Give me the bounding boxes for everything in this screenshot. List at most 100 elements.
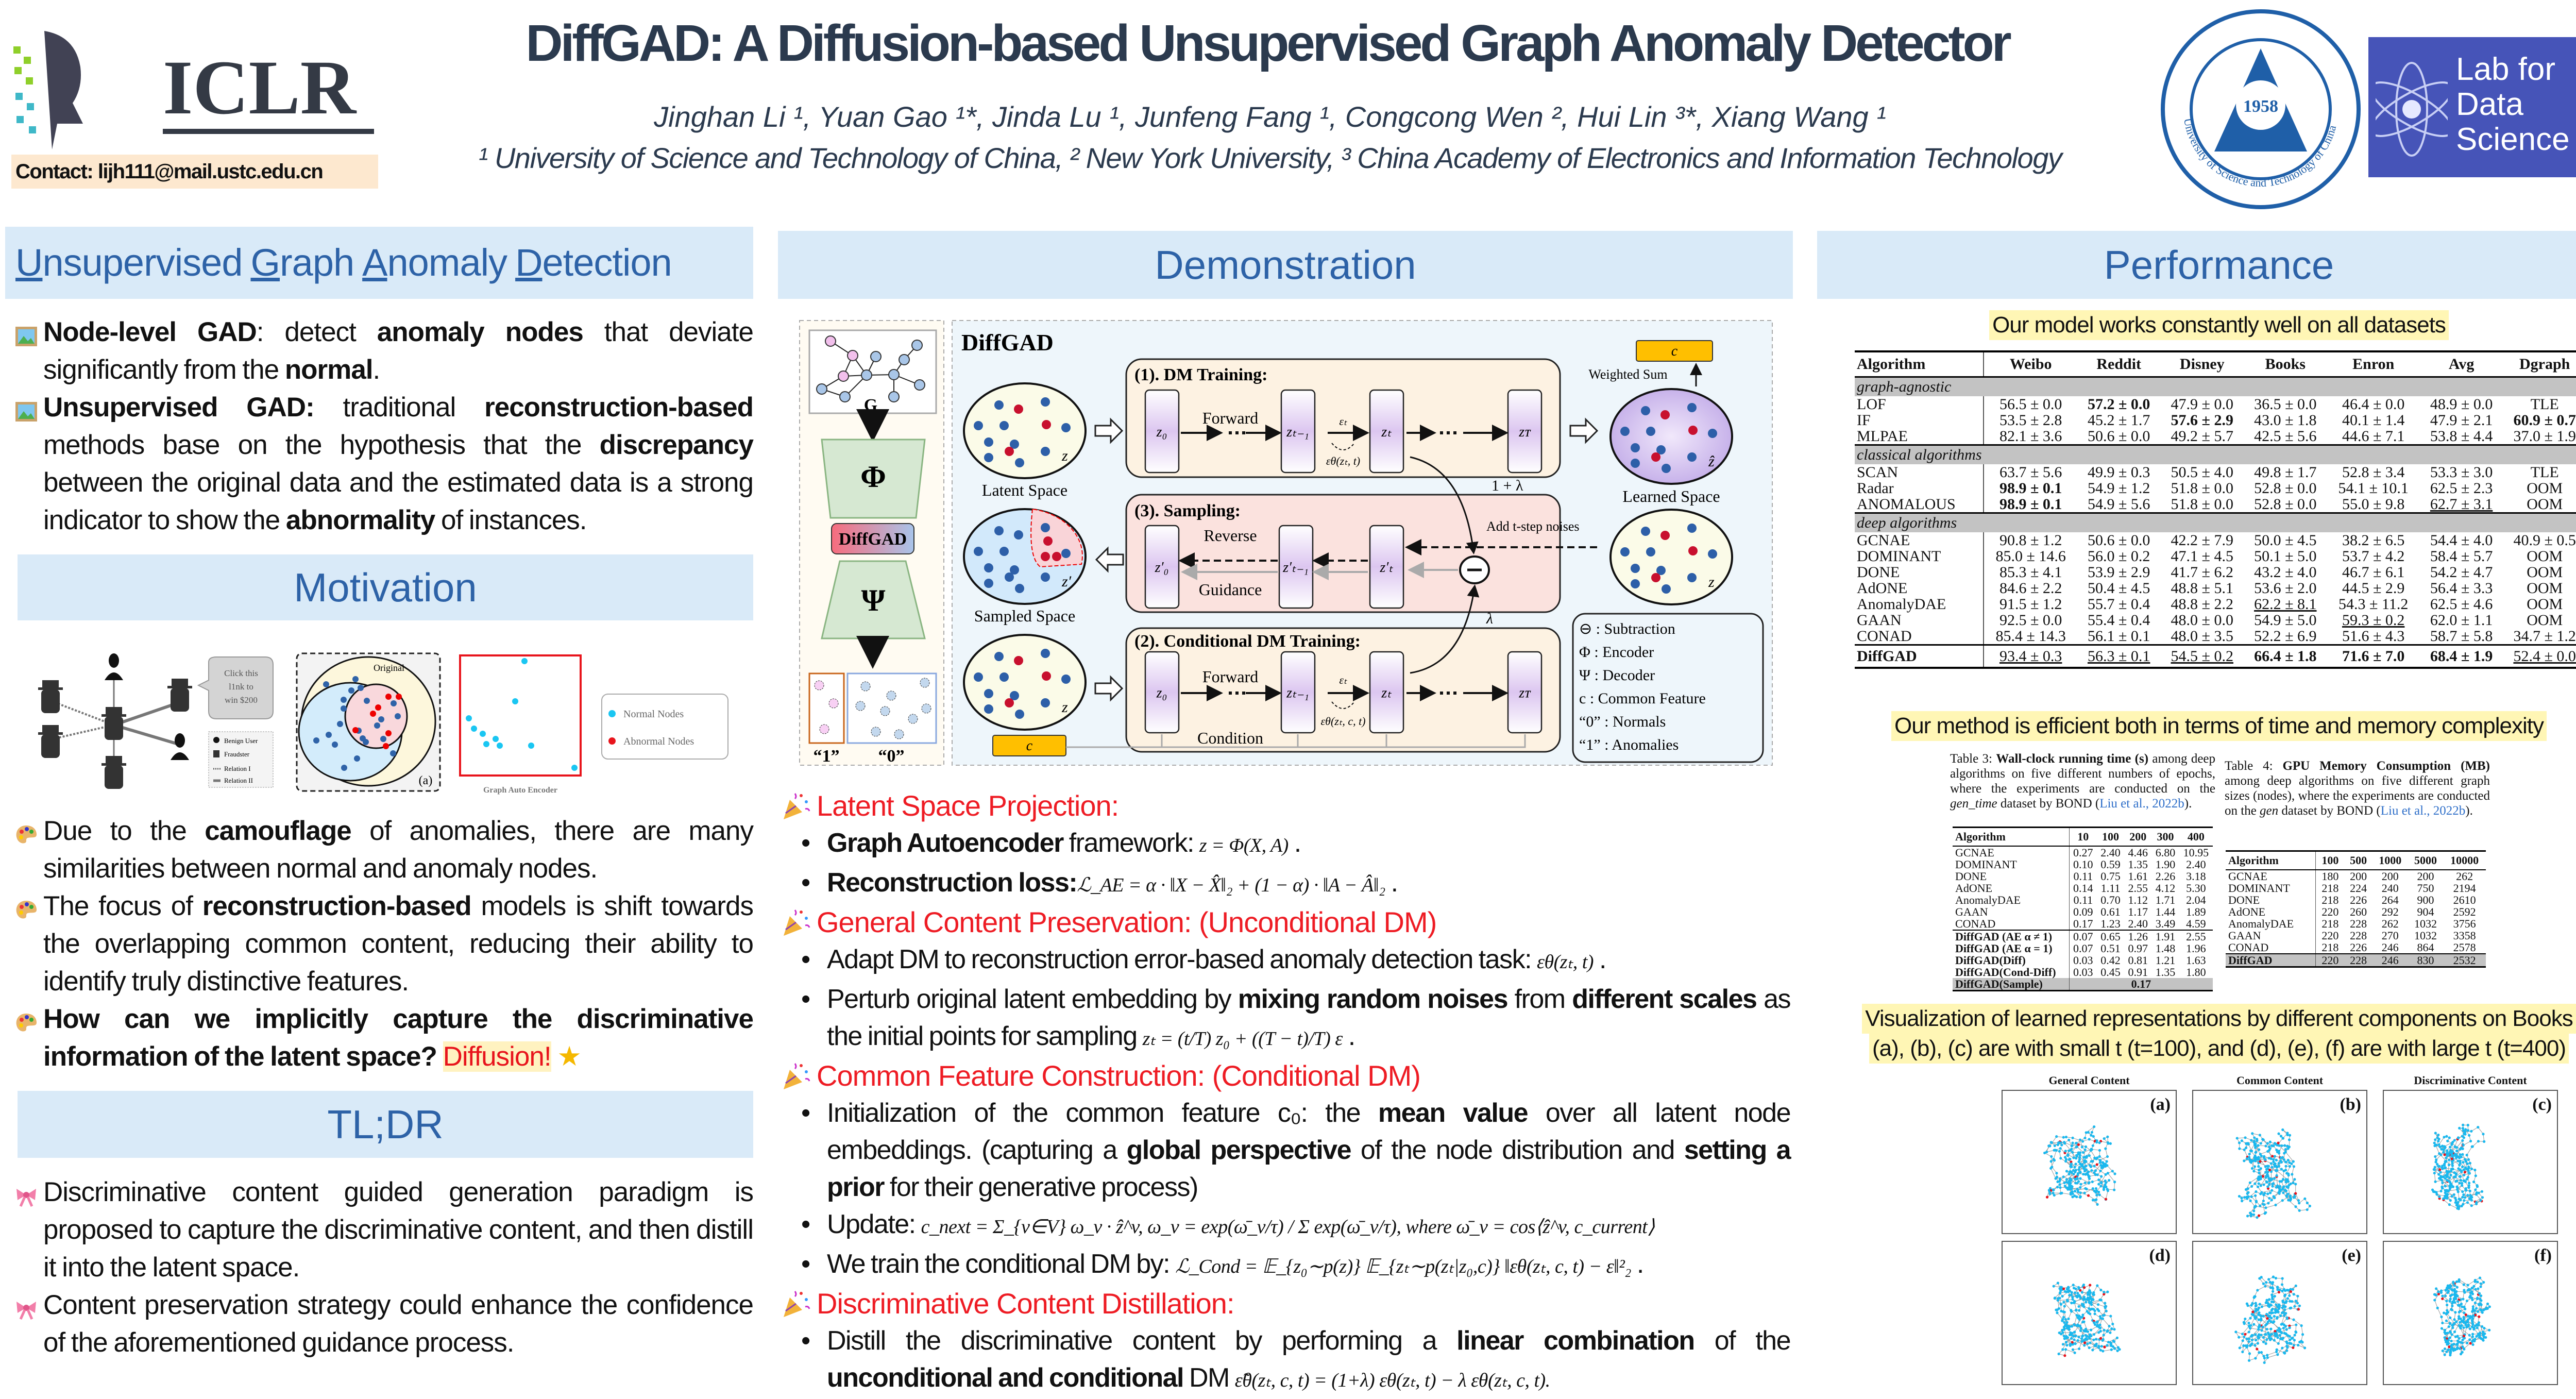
- table-cell: 1.89: [2179, 906, 2213, 918]
- method-bullet: Perturb original latent embedding by mix…: [781, 981, 1790, 1057]
- algorithm-name: MLPAE: [1855, 428, 1984, 445]
- formula: zₜ = (t/T) z₀ + ((T − t)/T) ε: [1143, 1028, 1343, 1050]
- text-segment: Discriminative content guided generation…: [43, 1177, 753, 1283]
- table-cell: 54.9 ± 5.6: [2077, 496, 2161, 513]
- text-segment: from: [1507, 984, 1572, 1014]
- svg-text:Relation I: Relation I: [224, 765, 251, 772]
- svg-text:Relation II: Relation II: [224, 777, 253, 784]
- table-cell: 50.4 ± 4.5: [2077, 580, 2161, 596]
- svg-text:Normal Nodes: Normal Nodes: [623, 709, 684, 720]
- table-cell: 58.4 ± 5.7: [2420, 548, 2503, 564]
- table-cell: 228: [2344, 930, 2372, 941]
- table-cell: 220: [2316, 930, 2344, 941]
- latent-state-label: zₜ: [1381, 685, 1392, 701]
- column-header: 1000: [2372, 851, 2408, 870]
- table-cell: 57.2 ± 0.0: [2077, 396, 2161, 412]
- table-cell: 50.6 ± 0.0: [2077, 428, 2161, 445]
- embedding-scatter-panel: (f): [2383, 1241, 2558, 1385]
- text-segment: ).: [2184, 797, 2192, 811]
- latent-state-label: z′ₜ: [1379, 560, 1393, 576]
- algorithm-name: SCAN: [1855, 464, 1984, 480]
- tldr-bullets: Discriminative content guided generation…: [14, 1173, 753, 1361]
- table-cell: 52.8 ± 0.0: [2244, 480, 2327, 496]
- table-cell: 1032: [2408, 930, 2444, 941]
- text-segment: .: [373, 355, 380, 385]
- method-section-title: Discriminative Content Distillation:: [781, 1285, 1790, 1322]
- svg-text:Reverse: Reverse: [1204, 526, 1257, 545]
- star-icon: ★: [551, 1041, 581, 1072]
- table-cell: 54.9 ± 5.0: [2244, 612, 2327, 628]
- viz-column-title: General Content: [2002, 1074, 2177, 1087]
- citation-link[interactable]: Liu et al., 2022b: [2381, 804, 2466, 818]
- svg-text:G: G: [864, 396, 877, 415]
- algorithm-name: GCNAE: [2226, 870, 2316, 882]
- table-cell: 92.5 ± 0.0: [1984, 612, 2077, 628]
- text-segment: anomaly nodes: [377, 317, 583, 347]
- table-cell: 0.75: [2097, 870, 2124, 882]
- svg-text:λ: λ: [1486, 610, 1493, 627]
- table-cell: 47.9 ± 2.1: [2420, 412, 2503, 428]
- diffgad-architecture-diagram: G Φ DiffGAD Ψ “1” “0” DiffGAD (1). DM Tr…: [793, 314, 1783, 768]
- table-cell: 1.80: [2179, 966, 2213, 978]
- table-cell: 59.3 ± 0.2: [2327, 612, 2420, 628]
- iclr-logo: ICLR: [8, 26, 379, 149]
- text-segment: unconditional and conditional: [827, 1363, 1183, 1393]
- text-segment: reconstruction-based: [202, 891, 471, 921]
- text-segment: .: [1631, 1249, 1643, 1279]
- formula: ℒ_AE = α · ‖X − X̂‖₂ + (1 − α) · ‖A − Â‖…: [1077, 874, 1385, 896]
- algorithm-name: DONE: [1953, 870, 2069, 882]
- table-cell: 36.5 ± 0.0: [2244, 396, 2327, 412]
- table-cell: 0.70: [2097, 894, 2124, 906]
- column-header: 100: [2316, 851, 2344, 870]
- text-segment: gen_time: [1950, 797, 1997, 811]
- fraudster-icon: [213, 750, 219, 757]
- table-cell: 4.46: [2124, 846, 2151, 858]
- table-cell: 2578: [2443, 941, 2486, 954]
- section-title-text: Latent Space Projection:: [817, 789, 1118, 822]
- algorithm-name: DONE: [1855, 564, 1984, 580]
- text-segment: The focus of: [43, 891, 202, 921]
- table-cell: 220: [2316, 954, 2344, 967]
- text-segment: mean value: [1378, 1098, 1528, 1128]
- table-cell: 2.40: [2124, 918, 2151, 930]
- svg-text:win $200: win $200: [225, 695, 258, 705]
- bullet-item: Due to the camouflage of anomalies, ther…: [14, 812, 753, 887]
- table-cell: 180: [2316, 870, 2344, 882]
- text-segment: gen: [2260, 804, 2278, 818]
- lab-for-data-science-logo: Lab for Data Science: [2368, 37, 2576, 177]
- table-cell: 54.3 ± 11.2: [2327, 596, 2420, 612]
- column-header: 200: [2124, 828, 2151, 847]
- algorithm-name: AnomalyDAE: [1953, 894, 2069, 906]
- svg-text:Graph Auto Encoder: Graph Auto Encoder: [483, 786, 557, 795]
- latent-state-label: zᴛ: [1518, 685, 1531, 701]
- table-cell: 262: [2372, 918, 2408, 930]
- algorithm-name: DiffGAD (AE α ≠ 1): [1953, 930, 2069, 942]
- table-cell: 56.3 ± 0.1: [2077, 645, 2161, 668]
- table-cell: 58.7 ± 5.8: [2420, 628, 2503, 645]
- text-segment: Adapt DM to reconstruction error-based a…: [827, 945, 1537, 974]
- table-cell: 55.7 ± 0.4: [2077, 596, 2161, 612]
- algorithm-name: CONAD: [1953, 918, 2069, 930]
- table-cell: 2.55: [2124, 882, 2151, 894]
- column-header: Avg: [2420, 351, 2503, 377]
- algorithm-name: DOMINANT: [1855, 548, 1984, 564]
- table-cell: 93.4 ± 0.3: [1984, 645, 2077, 668]
- table-cell: 38.2 ± 6.5: [2327, 532, 2420, 548]
- table-cell: 2.55: [2179, 930, 2213, 942]
- table-cell: 4.59: [2179, 918, 2213, 930]
- table-cell: 200: [2344, 870, 2372, 882]
- citation-link[interactable]: Liu et al., 2022b: [2099, 797, 2184, 811]
- table-cell: 50.0 ± 4.5: [2244, 532, 2327, 548]
- svg-text:Original: Original: [374, 663, 404, 673]
- svg-text:Condition: Condition: [1197, 729, 1263, 747]
- svg-text:Latent Space: Latent Space: [982, 481, 1067, 499]
- motivation-bullets: Due to the camouflage of anomalies, ther…: [14, 812, 753, 1075]
- text-segment: Distill the discriminative content by pe…: [827, 1326, 1456, 1356]
- svg-text:Guidance: Guidance: [1199, 580, 1262, 599]
- contact-email[interactable]: Contact: lijh111@mail.ustc.edu.cn: [11, 155, 378, 189]
- svg-text:(3). Sampling:: (3). Sampling:: [1134, 501, 1241, 520]
